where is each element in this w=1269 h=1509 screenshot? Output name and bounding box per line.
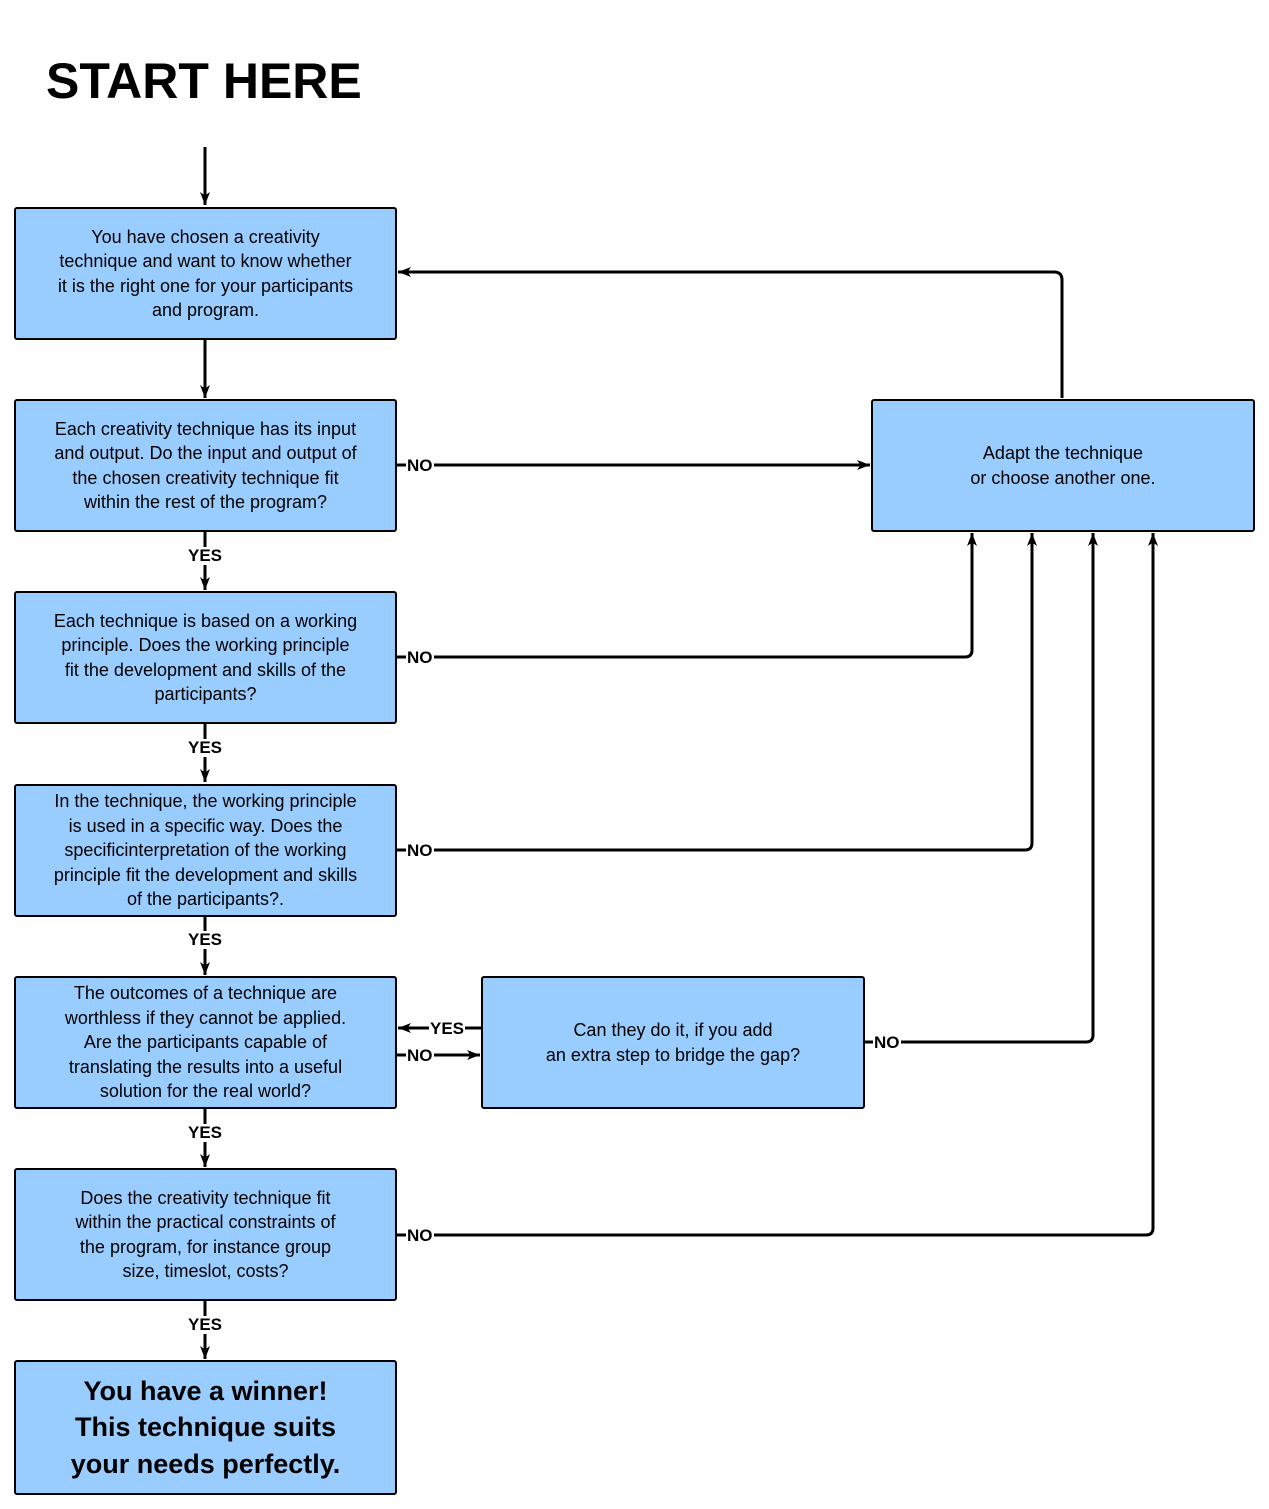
question-working-principle-box: Each technique is based on a working pri… xyxy=(14,591,397,724)
arrow-q2-no xyxy=(397,533,977,659)
question-practical-constraints-box: Does the creativity technique fit within… xyxy=(14,1168,397,1301)
yes-label: YES xyxy=(429,1019,466,1038)
no-label: NO xyxy=(406,648,434,667)
yes-label: YES xyxy=(186,546,224,565)
no-label: NO xyxy=(406,1046,434,1065)
bridge-gap-box: Can they do it, if you add an extra step… xyxy=(481,976,865,1109)
yes-label: YES xyxy=(186,1123,224,1142)
start-here-title: START HERE xyxy=(46,53,362,109)
arrow-q3-no xyxy=(397,533,1037,852)
arrow-bridge-no xyxy=(864,533,1098,1044)
no-label: NO xyxy=(406,1226,434,1245)
no-label: NO xyxy=(406,456,434,475)
question-specific-interpretation-box: In the technique, the working principle … xyxy=(14,784,397,917)
adapt-technique-box: Adapt the technique or choose another on… xyxy=(871,399,1255,532)
yes-label: YES xyxy=(186,738,224,757)
question-outcomes-box: The outcomes of a technique are worthles… xyxy=(14,976,397,1109)
question-input-output-box: Each creativity technique has its input … xyxy=(14,399,397,532)
arrow-adapt-to-start xyxy=(398,267,1064,398)
no-label: NO xyxy=(406,841,434,860)
no-label: NO xyxy=(873,1033,901,1052)
arrow-q5-no xyxy=(397,533,1158,1237)
yes-label: YES xyxy=(186,1315,224,1334)
start-box: You have chosen a creativity technique a… xyxy=(14,207,397,340)
yes-label: YES xyxy=(186,930,224,949)
winner-box: You have a winner! This technique suits … xyxy=(14,1360,397,1495)
